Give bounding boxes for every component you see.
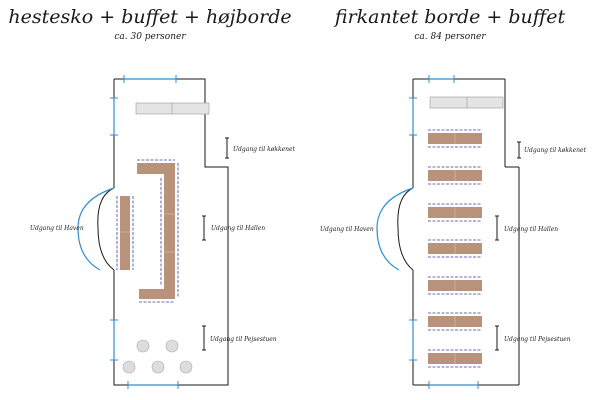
floor-plan-horseshoe: hestesko + buffet + højborde ca. 30 pers…	[8, 6, 296, 389]
label-exit-hall: Udgang til Hallen	[211, 225, 265, 232]
high-table	[136, 339, 150, 353]
floor-plan-drawing: Udgang til køkkenet Udgang til Hallen Ud…	[30, 75, 296, 389]
floor-plan-drawing: Udgang til køkkenet Udgang til Hallen Ud…	[320, 75, 587, 389]
table-row	[428, 239, 482, 258]
high-table	[165, 339, 179, 353]
table	[120, 196, 130, 270]
label-exit-garden: Udgang til Haven	[320, 226, 374, 233]
plan-title: firkantet borde + buffet	[334, 6, 566, 28]
room-wall-alcove	[97, 187, 115, 271]
square-table-rows	[428, 129, 482, 368]
table	[164, 174, 175, 289]
label-exit-salon: Udgang til Pejsestuen	[210, 336, 277, 343]
table-row	[428, 349, 482, 368]
horseshoe-table-arrangement	[116, 159, 179, 303]
table-row	[428, 312, 482, 331]
exit-marker-kitchen	[517, 141, 521, 159]
exit-marker-salon	[495, 325, 499, 351]
plan-subtitle: ca. 30 personer	[114, 32, 186, 42]
buffet-table	[429, 96, 504, 109]
label-exit-salon: Udgang til Pejsestuen	[504, 336, 571, 343]
table	[139, 289, 175, 299]
label-exit-hall: Udgang til Hallen	[504, 226, 558, 233]
exit-marker-kitchen	[225, 137, 229, 159]
high-table	[179, 360, 193, 374]
table-row	[428, 166, 482, 185]
room-wall-alcove	[397, 187, 414, 271]
label-exit-kitchen: Udgang til køkkenet	[233, 146, 296, 153]
label-exit-garden: Udgang til Haven	[30, 225, 84, 232]
buffet-table	[135, 102, 210, 115]
exit-marker-hall	[202, 215, 206, 241]
door-garden-arc	[376, 187, 414, 271]
exit-marker-salon	[202, 325, 206, 351]
table-row	[428, 203, 482, 222]
plan-subtitle: ca. 84 personer	[414, 32, 486, 42]
table-row	[428, 276, 482, 295]
high-table	[122, 360, 136, 374]
door-garden-arc	[77, 187, 115, 271]
high-table	[151, 360, 165, 374]
exit-marker-hall	[495, 215, 499, 241]
high-tables	[122, 339, 193, 374]
floor-plan-square-tables: firkantet borde + buffet ca. 84 personer	[300, 0, 600, 400]
plan-title: hestesko + buffet + højborde	[8, 6, 292, 28]
table	[137, 163, 175, 174]
label-exit-kitchen: Udgang til køkkenet	[524, 147, 587, 154]
table-row	[428, 129, 482, 148]
